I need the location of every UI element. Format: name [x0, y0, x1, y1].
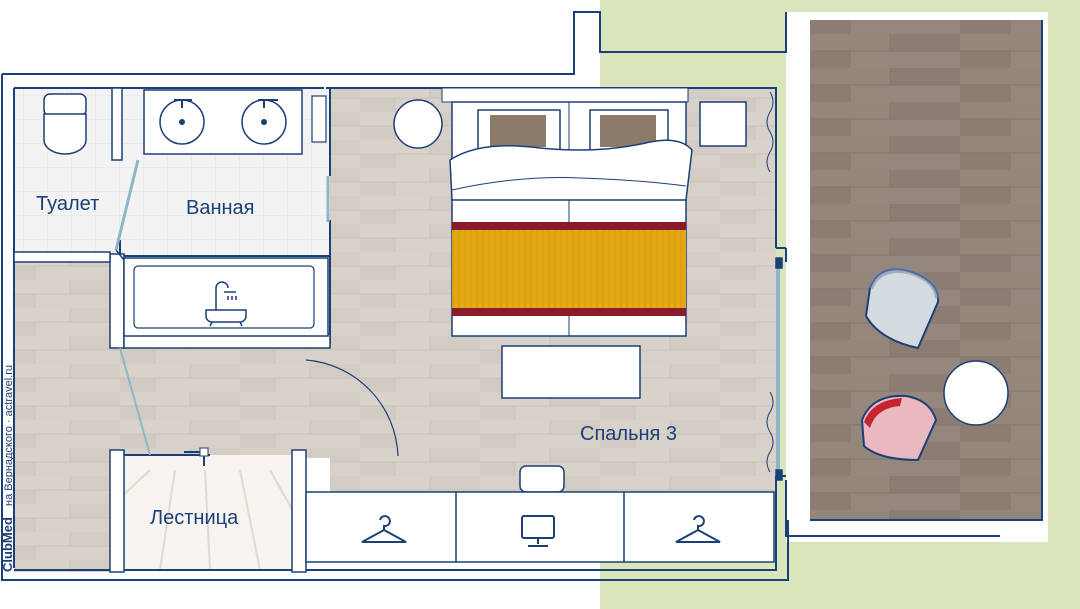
wardrobe-unit	[305, 491, 775, 563]
sink-icon	[241, 99, 287, 145]
corridor-floor	[14, 262, 118, 572]
mirror-cabinet	[311, 95, 327, 143]
club-med-logo: ClubMed	[0, 517, 15, 572]
nightstand-icon	[699, 101, 747, 147]
staircase-steps	[117, 469, 299, 571]
credits-text: на Вернадского · actravel.ru	[3, 365, 15, 506]
room-label-bedroom: Спальня 3	[580, 423, 677, 445]
doors	[114, 91, 783, 481]
bench	[501, 345, 641, 399]
bed-icon	[441, 87, 693, 337]
hanger-icon	[361, 515, 407, 543]
credits: ClubMed на Вернадского · actravel.ru	[0, 365, 15, 572]
hanger-icon	[675, 515, 721, 543]
tv-icon	[521, 515, 555, 547]
bathtub	[123, 257, 329, 337]
sink-icon	[159, 99, 205, 145]
terrace-outline	[810, 20, 1043, 521]
armchair-icon	[860, 394, 938, 462]
shower-icon	[215, 281, 237, 310]
round-nightstand	[393, 99, 443, 149]
handrail-post	[199, 447, 209, 457]
desk-stool-icon	[519, 465, 565, 493]
room-label-staircase: Лестница	[150, 507, 239, 529]
room-label-toilet: Туалет	[36, 193, 99, 215]
walls	[1, 11, 1000, 581]
room-label-bathroom: Ванная	[186, 197, 255, 219]
sink-counter	[143, 89, 303, 155]
toilet-icon	[43, 93, 87, 155]
terrace-deck	[810, 20, 1042, 520]
round-table-icon	[943, 360, 1009, 426]
armchair-icon	[864, 267, 941, 350]
bathtub-icon	[205, 309, 247, 327]
wall-fills	[13, 87, 331, 573]
